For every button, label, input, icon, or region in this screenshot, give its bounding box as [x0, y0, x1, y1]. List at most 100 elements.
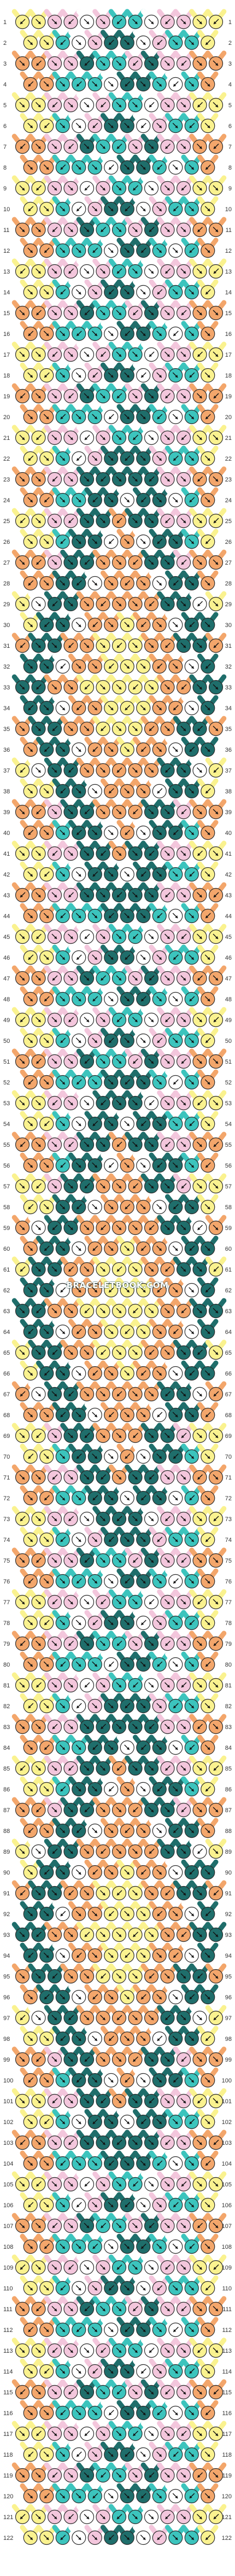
- knot: [31, 846, 46, 861]
- knot: [144, 1179, 159, 1194]
- knot: [15, 2260, 30, 2275]
- row-number-left: 99: [3, 2057, 10, 2063]
- knot: [201, 1366, 215, 1381]
- row-number-left: 22: [3, 456, 10, 462]
- knot: [176, 1386, 191, 1402]
- knot: [192, 1927, 207, 1942]
- knot: [201, 1657, 215, 1672]
- knot: [192, 680, 207, 695]
- knot: [144, 846, 159, 861]
- knot: [55, 1283, 70, 1298]
- knot: [184, 201, 199, 217]
- row-number-right: 53: [225, 1100, 232, 1107]
- knot: [128, 2301, 143, 2317]
- knot: [15, 804, 30, 820]
- knot: [136, 534, 151, 549]
- knot: [15, 1927, 30, 1942]
- knot: [96, 1844, 110, 1859]
- knot: [47, 2426, 62, 2441]
- knot: [208, 1220, 224, 1235]
- knot: [23, 368, 38, 383]
- knot: [87, 2488, 102, 2504]
- knot: [87, 1283, 102, 1298]
- knot: [168, 2405, 183, 2421]
- knot: [55, 326, 70, 341]
- knot: [192, 555, 207, 570]
- knot: [152, 2073, 167, 2088]
- row-number-right: 86: [225, 1786, 232, 1793]
- knot: [72, 1449, 86, 1464]
- knot: [31, 2301, 46, 2317]
- knot: [152, 1283, 167, 1298]
- knot: [96, 2343, 110, 2358]
- knot: [128, 2052, 143, 2067]
- knot: [168, 2447, 183, 2462]
- knot: [96, 1927, 110, 1942]
- knot: [111, 347, 127, 362]
- knot: [201, 409, 215, 425]
- knot: [111, 14, 127, 30]
- knot: [120, 368, 134, 383]
- knot: [63, 763, 78, 778]
- knot: [31, 1386, 46, 1402]
- knot: [23, 409, 38, 425]
- knot: [208, 264, 224, 279]
- row-number-right: 70: [225, 1454, 232, 1460]
- knot: [15, 1719, 30, 1734]
- knot: [128, 1969, 143, 1984]
- knot: [23, 1407, 38, 1423]
- knot: [96, 264, 110, 279]
- knot: [111, 1303, 127, 1319]
- knot: [201, 1740, 215, 1755]
- knot: [160, 1179, 175, 1194]
- row-number-right: 14: [225, 289, 232, 296]
- row-number-right: 91: [225, 1890, 232, 1897]
- knot: [128, 2468, 143, 2483]
- knot: [128, 1844, 143, 1859]
- row-number-right: 59: [225, 1225, 232, 1232]
- row-number-right: 58: [225, 1204, 232, 1211]
- knot: [96, 1095, 110, 1111]
- knot: [72, 784, 86, 799]
- row-number-right: 41: [225, 851, 232, 857]
- row-number-left: 20: [3, 414, 10, 421]
- knot: [168, 2530, 183, 2545]
- knot: [128, 2343, 143, 2358]
- knot: [55, 2073, 70, 2088]
- knot: [15, 388, 30, 404]
- knot: [168, 1657, 183, 1672]
- knot: [136, 1241, 151, 1256]
- row-number-left: 83: [3, 1724, 10, 1731]
- row-number-right: 27: [225, 560, 232, 566]
- knot: [79, 555, 95, 570]
- knot: [201, 1782, 215, 1797]
- knot: [15, 2343, 30, 2358]
- knot: [152, 1407, 167, 1423]
- knot: [208, 2052, 224, 2067]
- knot: [152, 1782, 167, 1797]
- knot: [63, 2010, 78, 2026]
- knot: [23, 825, 38, 840]
- row-number-right: 74: [225, 1537, 232, 1544]
- row-number-left: 89: [3, 1849, 10, 1855]
- knot: [160, 2135, 175, 2150]
- knot: [111, 804, 127, 820]
- knot: [15, 555, 30, 570]
- knot: [47, 139, 62, 154]
- knot: [176, 1137, 191, 1152]
- knot: [39, 2447, 54, 2462]
- knot: [168, 118, 183, 134]
- knot: [63, 1511, 78, 1527]
- knot: [201, 160, 215, 175]
- knot: [144, 222, 159, 237]
- knot: [31, 264, 46, 279]
- knot: [15, 1844, 30, 1859]
- knot: [96, 139, 110, 154]
- knot: [152, 742, 167, 757]
- knot: [96, 1054, 110, 1069]
- knot: [79, 804, 95, 820]
- knot: [39, 1116, 54, 1132]
- knot: [176, 1303, 191, 1319]
- row-number-right: 51: [225, 1059, 232, 1065]
- knot: [208, 430, 224, 445]
